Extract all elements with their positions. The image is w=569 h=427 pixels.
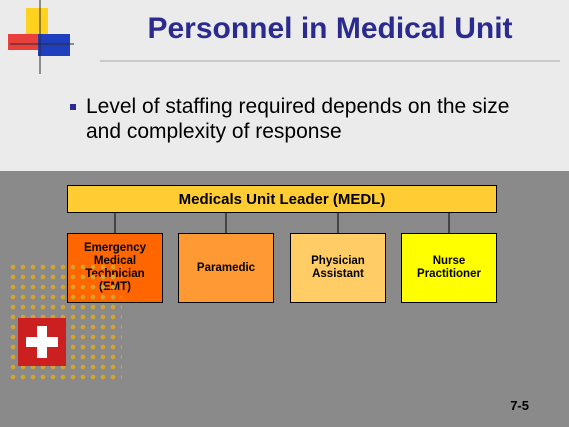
slide-title: Personnel in Medical Unit xyxy=(147,12,513,45)
org-role-paramedic: Paramedic xyxy=(178,233,274,303)
title-divider xyxy=(100,60,560,62)
medical-cross-icon xyxy=(18,318,66,366)
bullet-square-icon xyxy=(70,104,76,110)
bullet-item: Level of staffing required depends on th… xyxy=(70,94,540,144)
bullet-text: Level of staffing required depends on th… xyxy=(86,95,510,143)
org-role-physician-assistant: Physician Assistant xyxy=(290,233,386,303)
page-number: 7-5 xyxy=(510,398,529,413)
org-role-nurse-practitioner: Nurse Practitioner xyxy=(401,233,497,303)
org-chart-leader-box: Medicals Unit Leader (MEDL) xyxy=(67,185,497,213)
corner-logo-icon xyxy=(8,0,74,74)
